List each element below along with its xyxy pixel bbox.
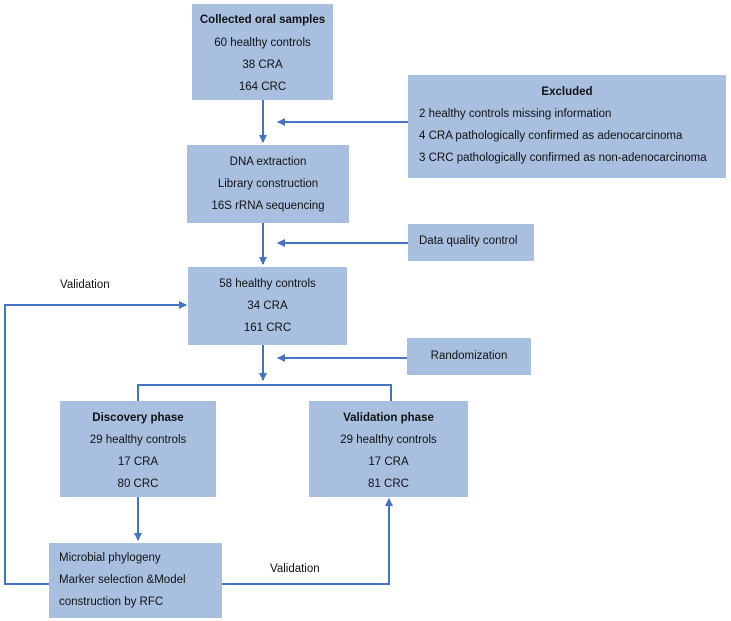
discovery-line-1: 29 healthy controls bbox=[89, 434, 187, 446]
arrow-model-loop bbox=[4, 301, 187, 585]
dna-line-2: Library construction bbox=[217, 178, 319, 190]
validation-arrow-label: Validation bbox=[270, 563, 320, 575]
model-line-3: construction by RFC bbox=[59, 596, 164, 608]
validation-phase-title: Validation phase bbox=[343, 412, 434, 424]
split-bracket bbox=[137, 384, 392, 401]
excluded-box: Excluded 2 healthy controls missing info… bbox=[408, 75, 726, 178]
validation-phase-line-3: 81 CRC bbox=[368, 478, 409, 490]
validation-loop-label: Validation bbox=[60, 279, 110, 291]
excluded-line-3: 3 CRC pathologically confirmed as non-ad… bbox=[419, 152, 707, 164]
discovery-title: Discovery phase bbox=[92, 412, 184, 424]
filtered-line-1: 58 healthy controls bbox=[219, 278, 316, 290]
collected-samples-box: Collected oral samples 60 healthy contro… bbox=[192, 4, 333, 100]
validation-phase-line-1: 29 healthy controls bbox=[340, 434, 437, 446]
collected-line-1: 60 healthy controls bbox=[214, 37, 311, 49]
model-line-1: Microbial phylogeny bbox=[59, 552, 161, 564]
excluded-line-2: 4 CRA pathologically confirmed as adenoc… bbox=[419, 130, 683, 142]
dna-line-3: 16S rRNA sequencing bbox=[211, 200, 325, 212]
randomization-box: Randomization bbox=[407, 338, 531, 375]
collected-title: Collected oral samples bbox=[199, 14, 326, 26]
arrow-model-to-validation bbox=[222, 498, 393, 585]
validation-phase-box: Validation phase 29 healthy controls 17 … bbox=[309, 401, 468, 497]
discovery-line-3: 80 CRC bbox=[117, 478, 159, 490]
collected-line-3: 164 CRC bbox=[238, 81, 287, 93]
model-construction-box: Microbial phylogeny Marker selection &Mo… bbox=[49, 543, 222, 618]
discovery-line-2: 17 CRA bbox=[117, 456, 159, 468]
dna-processing-box: DNA extraction Library construction 16S … bbox=[187, 145, 349, 223]
filtered-line-2: 34 CRA bbox=[247, 300, 288, 312]
quality-label: Data quality control bbox=[419, 235, 518, 247]
excluded-line-1: 2 healthy controls missing information bbox=[419, 108, 612, 120]
randomization-label: Randomization bbox=[430, 350, 508, 362]
model-line-2: Marker selection &Model bbox=[59, 574, 186, 586]
quality-control-box: Data quality control bbox=[408, 224, 534, 261]
collected-line-2: 38 CRA bbox=[242, 59, 283, 71]
filtered-samples-box: 58 healthy controls 34 CRA 161 CRC bbox=[188, 267, 347, 345]
validation-phase-line-2: 17 CRA bbox=[368, 456, 409, 468]
excluded-title: Excluded bbox=[541, 86, 593, 98]
dna-line-1: DNA extraction bbox=[229, 156, 307, 168]
discovery-phase-box: Discovery phase 29 healthy controls 17 C… bbox=[60, 401, 216, 497]
filtered-line-3: 161 CRC bbox=[243, 322, 292, 334]
